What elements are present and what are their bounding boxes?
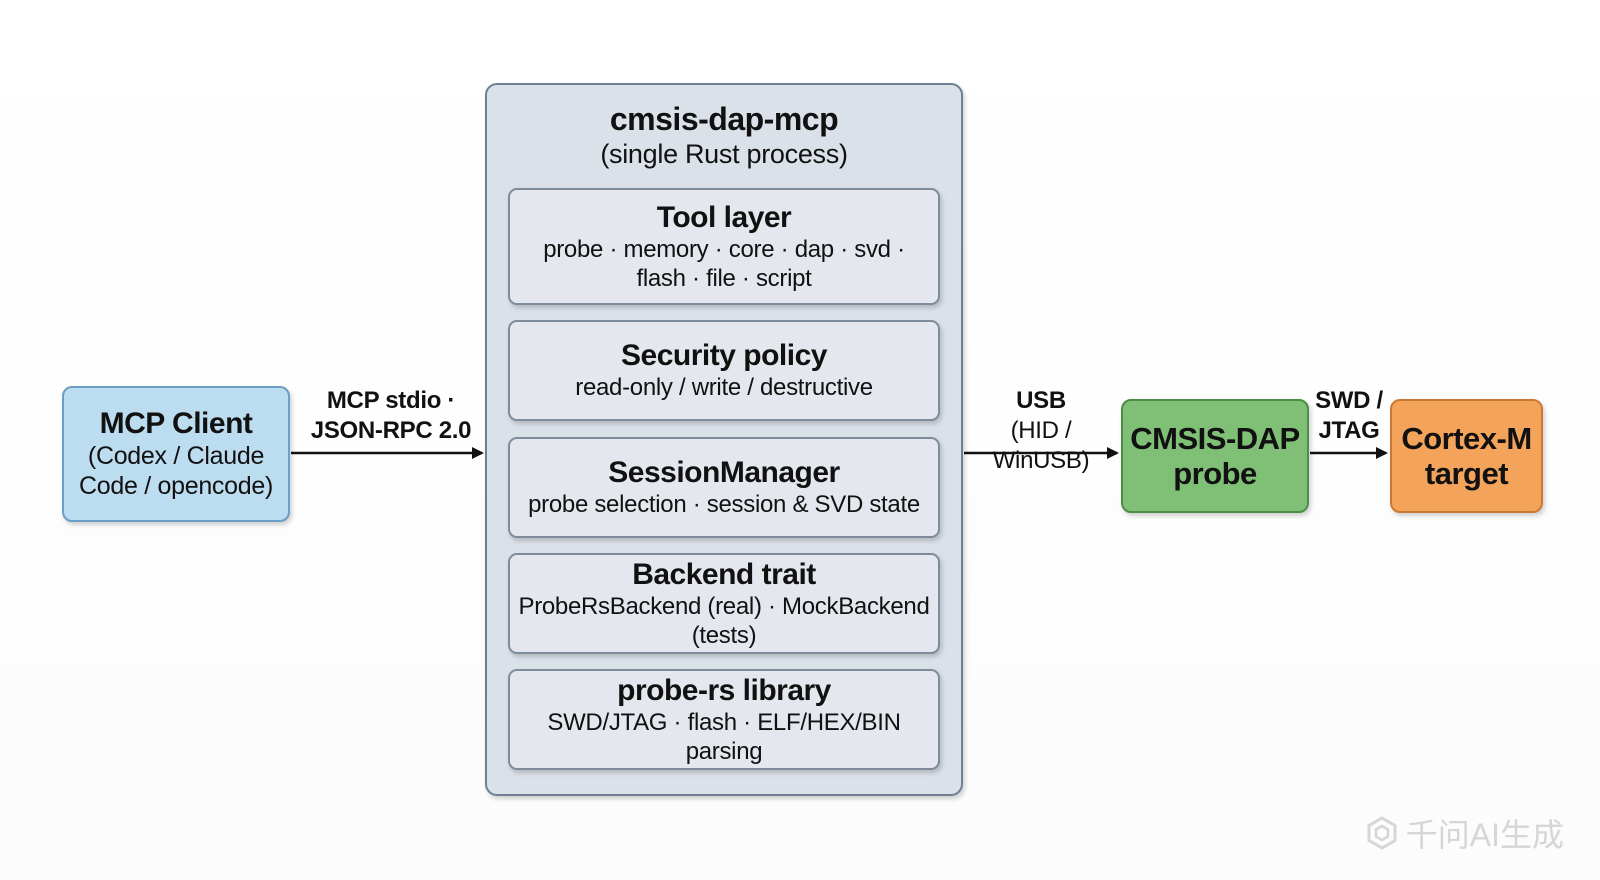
layer-tool-line1: probe · memory · core · dap · svd · — [543, 235, 905, 263]
edge-label-usb-line2: (HID / WinUSB) — [992, 417, 1090, 474]
mcp-client-node: MCP Client (Codex / Claude Code / openco… — [62, 386, 290, 522]
edge-label-swd-jtag-line1: SWD / — [1315, 387, 1383, 414]
layer-probe-rs-library: probe-rs library SWD/JTAG · flash · ELF/… — [508, 669, 940, 770]
layer-session-manager: SessionManager probe selection · session… — [508, 437, 940, 538]
cmsis-dap-probe-node: CMSIS-DAP probe — [1121, 399, 1309, 513]
layer-tool-title: Tool layer — [656, 200, 792, 234]
edge-label-swd-jtag: SWD / JTAG — [1306, 386, 1392, 446]
container-subtitle: (single Rust process) — [600, 139, 848, 169]
edge-label-usb: USB (HID / WinUSB) — [960, 386, 1122, 476]
edge-label-mcp-stdio-line1: MCP stdio · — [326, 387, 456, 414]
probe-line1: CMSIS-DAP — [1130, 421, 1300, 456]
layer-session-manager-line1: probe selection · session & SVD state — [528, 491, 920, 518]
layer-probe-rs-library-title: probe-rs library — [617, 673, 831, 707]
edge-label-mcp-stdio: MCP stdio · JSON-RPC 2.0 — [296, 386, 486, 446]
target-line1: Cortex-M — [1401, 421, 1532, 456]
probe-line2: probe — [1173, 456, 1257, 491]
edge-label-swd-jtag-line2: JTAG — [1318, 417, 1380, 444]
qwen-logo-icon — [1367, 816, 1397, 850]
layer-session-manager-title: SessionManager — [608, 456, 840, 489]
layer-backend-trait: Backend trait ProbeRsBackend (real) · Mo… — [508, 553, 940, 654]
layer-security-policy: Security policy read-only / write / dest… — [508, 320, 940, 421]
layer-tool: Tool layer probe · memory · core · dap ·… — [508, 188, 940, 305]
edge-label-mcp-stdio-line2: JSON-RPC 2.0 — [310, 417, 472, 444]
layer-backend-trait-line1: ProbeRsBackend (real) · MockBackend (tes… — [518, 592, 930, 649]
container-header: cmsis-dap-mcp (single Rust process) — [600, 101, 848, 171]
layer-security-policy-line1: read-only / write / destructive — [575, 374, 873, 401]
layer-backend-trait-title: Backend trait — [632, 557, 816, 591]
mcp-client-title: MCP Client — [99, 407, 253, 440]
edge-label-usb-line1: USB — [1016, 387, 1066, 414]
mcp-client-line1: (Codex / Claude — [87, 442, 265, 470]
layer-security-policy-title: Security policy — [621, 339, 827, 372]
layer-tool-line2: flash · file · script — [636, 264, 812, 292]
layer-probe-rs-library-line1: SWD/JTAG · flash · ELF/HEX/BIN parsing — [547, 708, 901, 765]
watermark-text: 千问AI生成 — [1405, 817, 1564, 853]
target-line2: target — [1424, 456, 1509, 491]
container-title: cmsis-dap-mcp — [609, 101, 839, 137]
watermark: 千问AI生成 — [1364, 810, 1564, 856]
cortex-m-target-node: Cortex-M target — [1390, 399, 1543, 513]
mcp-client-line2: Code / opencode) — [79, 472, 273, 500]
